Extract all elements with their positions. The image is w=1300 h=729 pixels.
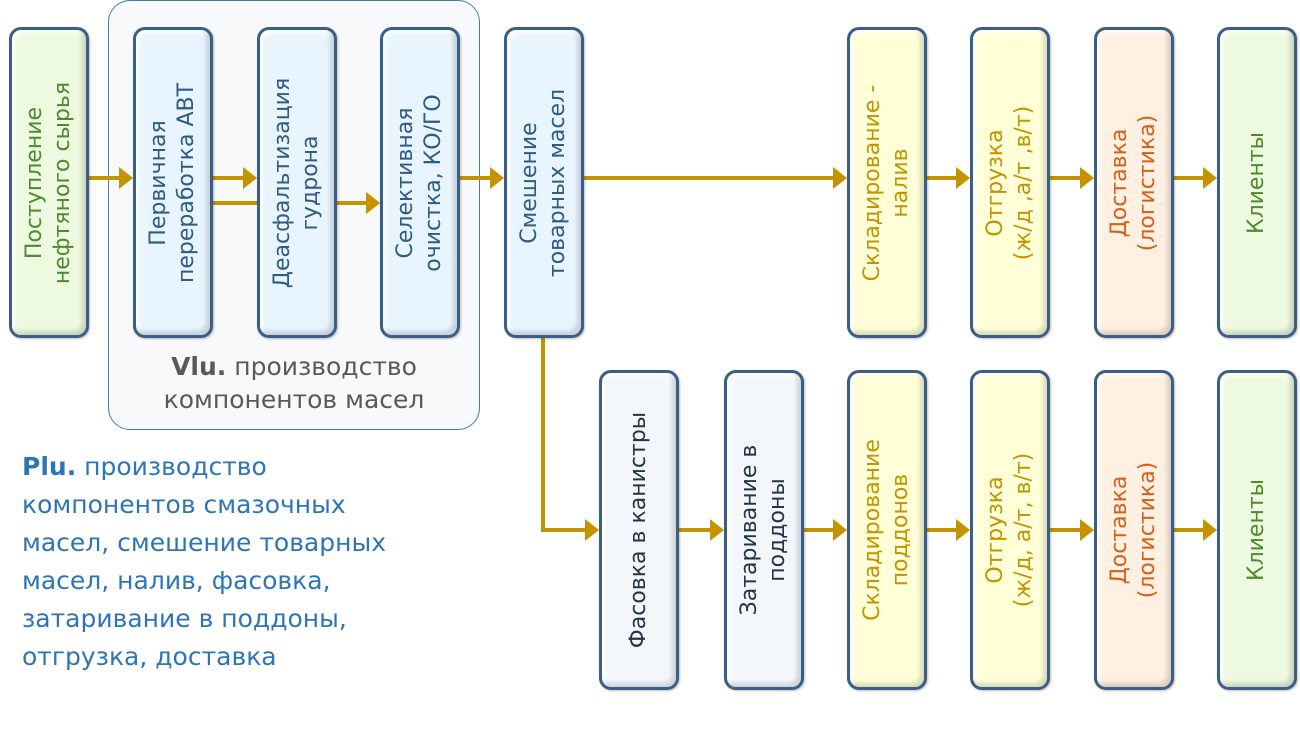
- step-intake[interactable]: Поступление нефтяного сырья: [9, 27, 89, 338]
- step-blending-label: Смешение товарных масел: [517, 88, 570, 277]
- step-shipping-top-label: Отгрузка (ж/д ,а/т ,в/т): [983, 105, 1036, 260]
- step-clients-bottom[interactable]: Клиенты: [1217, 370, 1297, 690]
- step-palletizing[interactable]: Затаривание в поддоны: [724, 370, 804, 690]
- arrow-shipping-bottom-to-delivery-bottom-head: [1080, 519, 1094, 541]
- arrow-blending-to-canister-packing-head: [585, 519, 599, 541]
- arrow-canister-packing-to-palletizing-head: [710, 519, 724, 541]
- arrow-palletizing-to-storage-pallets-head: [833, 519, 847, 541]
- step-clients-bottom-label: Клиенты: [1244, 478, 1269, 582]
- step-shipping-top[interactable]: Отгрузка (ж/д ,а/т ,в/т): [970, 27, 1050, 338]
- arrow-delivery-top-to-clients-top-head: [1203, 167, 1217, 189]
- step-canister-packing[interactable]: Фасовка в канистры: [599, 370, 679, 690]
- step-deasphalting-label: Деасфальтизация гудрона: [270, 77, 323, 288]
- step-deasphalting[interactable]: Деасфальтизация гудрона: [257, 27, 337, 338]
- vlu-group-label-bold: Vlu.: [171, 352, 227, 381]
- vlu-group-label: Vlu. производство компонентов масел: [108, 350, 480, 416]
- arrow-blending-to-canister-packing-line: [541, 338, 587, 532]
- step-blending[interactable]: Смешение товарных масел: [504, 27, 584, 338]
- step-delivery-bottom-label: Доставка (логистика): [1107, 461, 1160, 599]
- step-shipping-bottom[interactable]: Отгрузка (ж/д, а/т, в/т): [970, 370, 1050, 690]
- step-clients-top[interactable]: Клиенты: [1217, 27, 1297, 338]
- arrow-storage-bulk-to-shipping-top-head: [956, 167, 970, 189]
- step-canister-packing-label: Фасовка в канистры: [626, 411, 651, 649]
- step-primary-avt[interactable]: Первичная переработка АВТ: [133, 27, 213, 338]
- step-delivery-top[interactable]: Доставка (логистика): [1094, 27, 1174, 338]
- step-selective[interactable]: Селективная очистка, КО/ГО: [380, 27, 460, 338]
- step-storage-pallets-label: Складирование поддонов: [860, 439, 913, 621]
- arrow-delivery-bottom-to-clients-bottom-head: [1203, 519, 1217, 541]
- step-primary-avt-label: Первичная переработка АВТ: [146, 82, 199, 283]
- step-shipping-bottom-label: Отгрузка (ж/д, а/т, в/т): [983, 452, 1036, 608]
- step-storage-bulk-label: Складирование - налив: [860, 84, 913, 281]
- arrow-storage-pallets-to-shipping-bottom-head: [956, 519, 970, 541]
- step-clients-top-label: Клиенты: [1244, 131, 1269, 234]
- plu-description: Plu. производство компонентов смазочных …: [22, 448, 492, 676]
- step-delivery-top-label: Доставка (логистика): [1107, 114, 1160, 251]
- step-storage-bulk[interactable]: Складирование - налив: [847, 27, 927, 338]
- plu-description-bold: Plu.: [22, 452, 77, 481]
- arrow-shipping-top-to-delivery-top-head: [1080, 167, 1094, 189]
- step-selective-label: Селективная очистка, КО/ГО: [393, 93, 446, 272]
- plu-description-text: производство компонентов смазочных масел…: [22, 452, 387, 671]
- arrow-selective-to-blending-head: [490, 167, 504, 189]
- step-delivery-bottom[interactable]: Доставка (логистика): [1094, 370, 1174, 690]
- step-storage-pallets[interactable]: Складирование поддонов: [847, 370, 927, 690]
- vlu-group-label-text: производство компонентов масел: [163, 352, 425, 414]
- step-palletizing-label: Затаривание в поддоны: [737, 444, 790, 616]
- arrow-blending-to-storage-bulk-head: [833, 167, 847, 189]
- step-intake-label: Поступление нефтяного сырья: [22, 81, 75, 284]
